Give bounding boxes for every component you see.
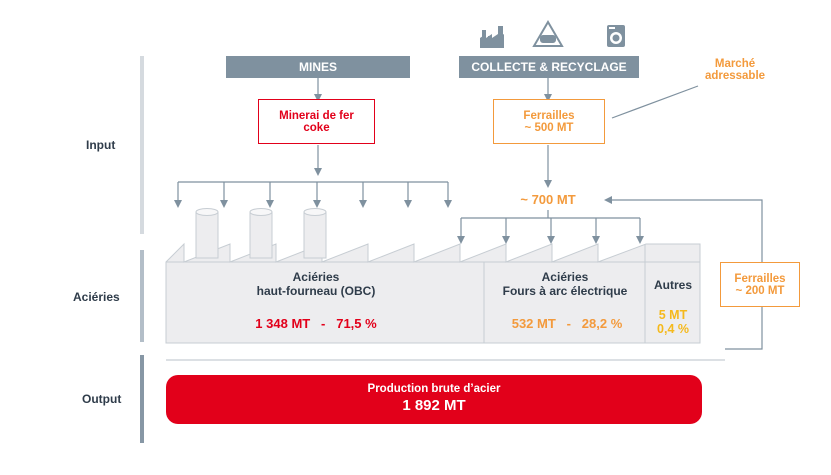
acieries-bar — [140, 250, 144, 342]
ferrailles2-line1: Ferrailles — [734, 272, 786, 285]
eaf-value: 532 MT - 28,2 % — [511, 316, 623, 331]
ferrailles-line1: Ferrailles — [523, 109, 575, 122]
row-label-input: Input — [86, 138, 116, 152]
production-brute-box: Production brute d’acier 1 892 MT — [166, 375, 702, 424]
mines-header: MINES — [226, 56, 410, 78]
obc-title-line2: haut-fourneau (OBC) — [256, 284, 376, 298]
washing-machine-icon — [607, 25, 625, 47]
marche-line1: Marché — [714, 58, 756, 70]
chimney — [303, 208, 327, 259]
output-bar — [140, 355, 144, 443]
obc-title-line1: Aciéries — [292, 270, 340, 284]
eaf-title-line2: Fours à arc électrique — [502, 284, 628, 298]
ferrailles-box: Ferrailles~ 500 MT — [493, 99, 605, 144]
row-label-output: Output — [82, 392, 122, 406]
production-label: Production brute d’acier — [367, 383, 501, 395]
autres-value-line1: 5 MT — [658, 308, 688, 322]
ferrailles-line2: ~ 500 MT — [524, 121, 574, 134]
eaf-title-line1: Aciéries — [541, 270, 589, 284]
chimney — [249, 208, 273, 259]
row-label-acieries: Aciéries — [73, 290, 120, 304]
production-value: 1 892 MT — [402, 397, 466, 414]
ferrailles2-line2: ~ 200 MT — [735, 284, 785, 297]
obc-value: 1 348 MT - 71,5 % — [255, 316, 377, 331]
autres-title: Autres — [653, 278, 692, 292]
chimney — [195, 208, 219, 259]
minerai-line2: coke — [303, 121, 330, 134]
marche-adressable-label: Marché adressable — [690, 58, 780, 82]
recycling-arrows — [166, 77, 763, 361]
collecte-recyclage-header: COLLECTE & RECYCLAGE — [459, 56, 639, 78]
mines-arrows — [174, 77, 452, 208]
recycle-car-icon — [532, 20, 564, 47]
total-scrap-label: ~ 700 MT — [520, 192, 576, 207]
minerai-line1: Minerai de fer — [279, 109, 354, 122]
autres-value: 5 MT 0,4 % — [646, 308, 700, 336]
ferrailles-200-box: Ferrailles~ 200 MT — [720, 262, 800, 307]
factory-building — [165, 242, 701, 344]
marche-line2: adressable — [704, 70, 766, 82]
eaf-title: Aciéries Fours à arc électrique — [492, 270, 638, 298]
autres-value-line2: 0,4 % — [657, 322, 689, 336]
obc-title: Aciéries haut-fourneau (OBC) — [236, 270, 396, 298]
factory-icon — [480, 26, 504, 48]
input-bar — [140, 56, 144, 234]
